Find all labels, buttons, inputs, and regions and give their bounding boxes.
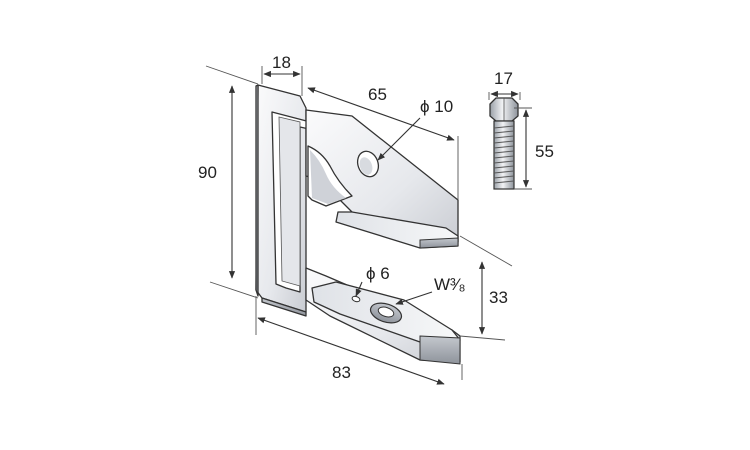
dimension-labels: 18 65 ϕ 10 90 17 55 ϕ 6 W³⁄₈ 33 83 [198, 53, 554, 382]
upper-arm-hole-inner [359, 157, 373, 175]
dim-label-thread: W³⁄₈ [434, 275, 466, 294]
lower-bottom-edge [261, 297, 307, 317]
leader-thread [395, 291, 433, 305]
dim-label-hole-diameter: ϕ 10 [420, 97, 453, 116]
arm-cutout-shade [310, 150, 346, 204]
dim-label-bolt-head: 17 [494, 69, 513, 88]
bolt [489, 97, 519, 190]
bolt-shank [493, 120, 515, 190]
dim-label-slot-width: 18 [272, 53, 291, 72]
dim-label-bolt-length: 55 [535, 142, 554, 161]
leader-small-hole [355, 281, 363, 297]
bracket [255, 84, 461, 365]
bracket-slot-inner [278, 116, 301, 287]
dim-label-small-hole: ϕ 6 [366, 264, 390, 283]
dimension-lines [228, 70, 530, 385]
dim-label-lower-height: 33 [489, 288, 508, 307]
upper-flange-shadow [419, 237, 459, 249]
lower-flange-shadow [419, 335, 461, 365]
dim-label-upper-length: 65 [368, 85, 387, 104]
dim-line-base-length [257, 317, 445, 385]
dim-label-height: 90 [198, 163, 217, 182]
bracket-plate-edge [255, 84, 259, 297]
leader-hole-diameter [377, 117, 421, 161]
dim-label-base-length: 83 [332, 363, 351, 382]
dim-line-upper-length [307, 87, 455, 141]
extension-lines [205, 65, 532, 380]
lower-nut-hole [377, 306, 395, 318]
bolt-thread [493, 125, 515, 184]
